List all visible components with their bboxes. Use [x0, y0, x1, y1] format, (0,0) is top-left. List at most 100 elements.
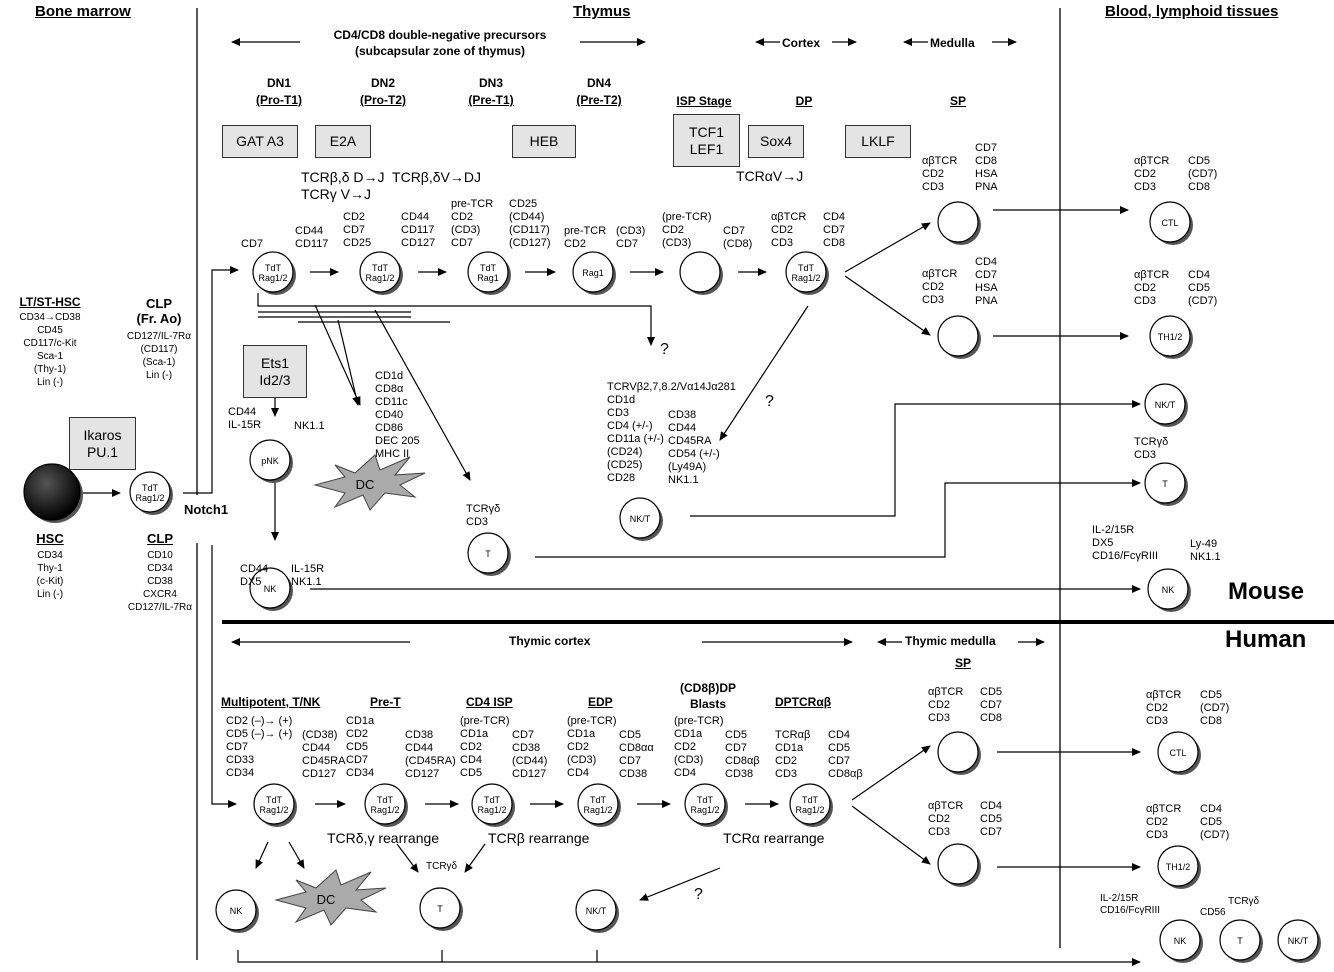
dn2-cell-label: Rag1/2: [365, 273, 394, 283]
mouse-ctl-cell: CTL: [1149, 201, 1193, 245]
thymic-medulla-label: Thymic medulla: [905, 634, 996, 648]
edp-markers-b: CD5 CD8αα CD7 CD38: [619, 729, 654, 780]
nkt-markers-a: TCRVβ2,7,8.2/Vα14Jα281 CD1d CD3 CD4 (+/-…: [607, 381, 736, 484]
mouse-blood-nk-cell: NK: [1147, 568, 1191, 612]
stage-isp: ISP Stage: [676, 94, 732, 108]
edp-cell-label: Rag1/2: [583, 805, 612, 815]
dn4-markers-b: (CD3) CD7: [616, 225, 646, 250]
human-dc-cell: DC: [274, 869, 387, 926]
stage-dp: DP: [795, 94, 813, 108]
mouse-blood-t-cell: T: [1144, 462, 1188, 506]
sp1-markers-b: CD7 CD8 HSA PNA: [975, 142, 998, 193]
question-mark-1: ?: [660, 341, 669, 358]
dn3-cell-label: Rag1: [477, 273, 499, 283]
stage-dn3: DN3: [478, 76, 503, 90]
mouse-ctl-markers-a: αβTCR CD2 CD3: [1134, 155, 1170, 193]
dn-precursors-label: CD4/CD8 double-negative precursors (subc…: [333, 28, 547, 58]
factor-heb-box: HEB: [512, 125, 576, 158]
dptcr-cell-label: Rag1/2: [795, 805, 824, 815]
sp2-markers-b: CD4 CD7 HSA PNA: [975, 256, 998, 307]
multi-markers-a: CD2 (–)→ (+) CD5 (–)→ (+) CD7 CD33 CD34: [226, 715, 293, 779]
multipotent-cell-label: TdT: [266, 795, 283, 805]
human-blood-tgd: TCRγδ: [1228, 896, 1260, 907]
human-blood-cd56: CD56: [1200, 907, 1226, 918]
mouse-blood-t-cell-label: T: [1162, 479, 1168, 489]
multipotent-cell-label: Rag1/2: [259, 805, 288, 815]
header-blood: Blood, lymphoid tissues: [1105, 3, 1279, 20]
dp-cell-label: TdT: [798, 263, 815, 273]
stage-dn3-sub: (Pre-T1): [468, 93, 514, 107]
mouse-blood-nk-markers-a: IL-2/15R DX5 CD16/FcγRIII: [1092, 524, 1159, 562]
notch1-label: Notch1: [184, 502, 229, 517]
human-sp2-markers-b: CD4 CD5 CD7: [980, 800, 1003, 838]
medulla-label: Medulla: [930, 36, 975, 50]
cd4isp-markers-a: (pre-TCR) CD1a CD2 CD4 CD5: [460, 715, 510, 779]
mouse-dc-cell: DC: [313, 454, 426, 511]
human-sp2-cell: [937, 843, 981, 887]
human-t-cell: T: [419, 887, 463, 931]
dn3-markers-a: pre-TCR CD2 (CD3) CD7: [451, 198, 494, 249]
human-nk-cell-label: NK: [230, 906, 243, 916]
mouse-th-cell-label: TH1/2: [1158, 332, 1183, 342]
mouse-nkt-cell-label: NK/T: [630, 514, 651, 524]
human-blood-nkt-cell-label: NK/T: [1288, 936, 1309, 946]
human-th-cell-label: TH1/2: [1166, 862, 1191, 872]
mouse-nkt-cell: NK/T: [619, 497, 663, 541]
lt-st-hsc-title: LT/ST-HSC: [19, 295, 81, 309]
dp-markers-a: αβTCR CD2 CD3: [771, 211, 807, 249]
multi-markers-b: (CD38) CD44 CD45RA CD127: [302, 729, 346, 780]
human-ctl-cell: CTL: [1157, 731, 1201, 775]
human-blood-t-cell-label: T: [1237, 936, 1243, 946]
human-th-markers-a: αβTCR CD2 CD3: [1146, 803, 1182, 841]
pret-markers-a: CD1a CD2 CD5 CD7 CD34: [346, 715, 375, 779]
nkt-markers-b: CD38 CD44 CD45RA CD54 (+/-) (Ly49A) NK1.…: [668, 409, 720, 486]
dp-cell-label: Rag1/2: [791, 273, 820, 283]
human-blood-nkt-cell: NK/T: [1277, 919, 1321, 963]
clp-human-title: CLP: [147, 531, 173, 546]
human-blood-t-cell: T: [1219, 919, 1263, 963]
human-sp2-markers-a: αβTCR CD2 CD3: [928, 800, 964, 838]
pret-cell-label: TdT: [377, 795, 394, 805]
dptcr-markers-a: TCRαβ CD1a CD2 CD3: [775, 729, 811, 780]
dn2-markers-b: CD44 CD117 CD127: [401, 211, 436, 249]
stage-pre-t: Pre-T: [370, 695, 401, 709]
mouse-nk-markers-a: CD44 DX5: [240, 563, 269, 588]
dn4-cell: Rag1: [572, 251, 616, 295]
human-ctl-markers-a: αβTCR CD2 CD3: [1146, 689, 1182, 727]
stage-cd4-isp: CD4 ISP: [466, 695, 513, 709]
human-ctl-cell-label: CTL: [1169, 748, 1186, 758]
dn4-markers-a: pre-TCR CD2: [564, 225, 607, 250]
mouse-th-markers-a: αβTCR CD2 CD3: [1134, 269, 1170, 307]
rearrange-mouse-1: TCRβ,δ D→J TCRβ,δV→DJ TCRγ V→J: [301, 169, 481, 202]
human-section-label: Human: [1225, 626, 1307, 653]
mouse-blood-nkt-cell-label: NK/T: [1155, 400, 1176, 410]
factor-e2a-box: E2A: [315, 125, 371, 158]
human-blood-nk-markers: IL-2/15R CD16/FcγRIII: [1100, 893, 1161, 916]
isp-markers-a: (pre-TCR) CD2 (CD3): [662, 211, 712, 249]
human-tgd-marker: TCRγδ: [426, 861, 458, 872]
rearrange-mouse-2: TCRαV→J: [736, 168, 804, 184]
human-ctl-markers-b: CD5 (CD7) CD8: [1200, 689, 1230, 727]
clp-cell-label: TdT: [142, 483, 159, 493]
pret-markers-b: CD38 CD44 (CD45RA) CD127: [405, 729, 456, 780]
hsc-cell: [23, 463, 83, 523]
pnk-markers-a: CD44 IL-15R: [228, 406, 262, 431]
human-sp1-markers-a: αβTCR CD2 CD3: [928, 686, 964, 724]
isp-markers-b: CD7 (CD8): [723, 225, 753, 250]
pnk-cell-label: pNK: [261, 456, 279, 466]
dn1-markers-b: CD44 CD117: [295, 225, 329, 250]
arrows-layer: [83, 8, 1334, 966]
dp-markers-b: CD4 CD7 CD8: [823, 211, 846, 249]
mouse-nk-cell-label: NK: [264, 584, 277, 594]
mouse-t-cell-label: T: [485, 549, 491, 559]
mouse-nk-cell: NK: [249, 567, 293, 611]
mouse-ctl-cell-label: CTL: [1161, 218, 1178, 228]
hsc-title: HSC: [36, 531, 64, 546]
